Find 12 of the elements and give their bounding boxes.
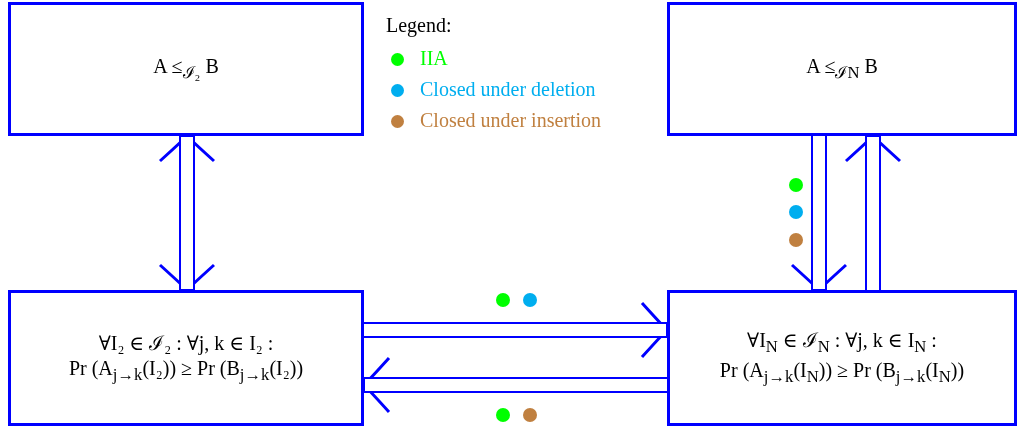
condition-box	[667, 290, 1017, 426]
formula-text: ∀I$_{N}$ ∈ ℐ$_{N}$ : ∀j, k ∈ I$_{N}$ : Pr (A$_{j→k}$(I$_{N}$)) ≥ Pr (B$_{j→k}$(I$_{N}$))	[718, 328, 966, 388]
formula-text: ∀I₂ ∈ ℐ₂ : ∀j, k ∈ I₂ : Pr (A$_{j→k}$(I₂)) ≥ Pr (B$_{j→k}$(I₂))	[67, 330, 305, 386]
legend-text: Closed under insertion	[420, 109, 602, 132]
ordering-box	[667, 2, 1017, 136]
ordering-box	[8, 2, 364, 136]
legend-title: Legend:	[386, 14, 452, 37]
formula-text: A ≤$_{ℐ₂}$ B	[153, 54, 219, 84]
legend-text: IIA	[420, 47, 448, 70]
condition-box	[8, 290, 364, 426]
formula-text: A ≤$_{ℐ}$$_{N}$ B	[806, 54, 878, 84]
legend-text: Closed under deletion	[420, 78, 596, 101]
